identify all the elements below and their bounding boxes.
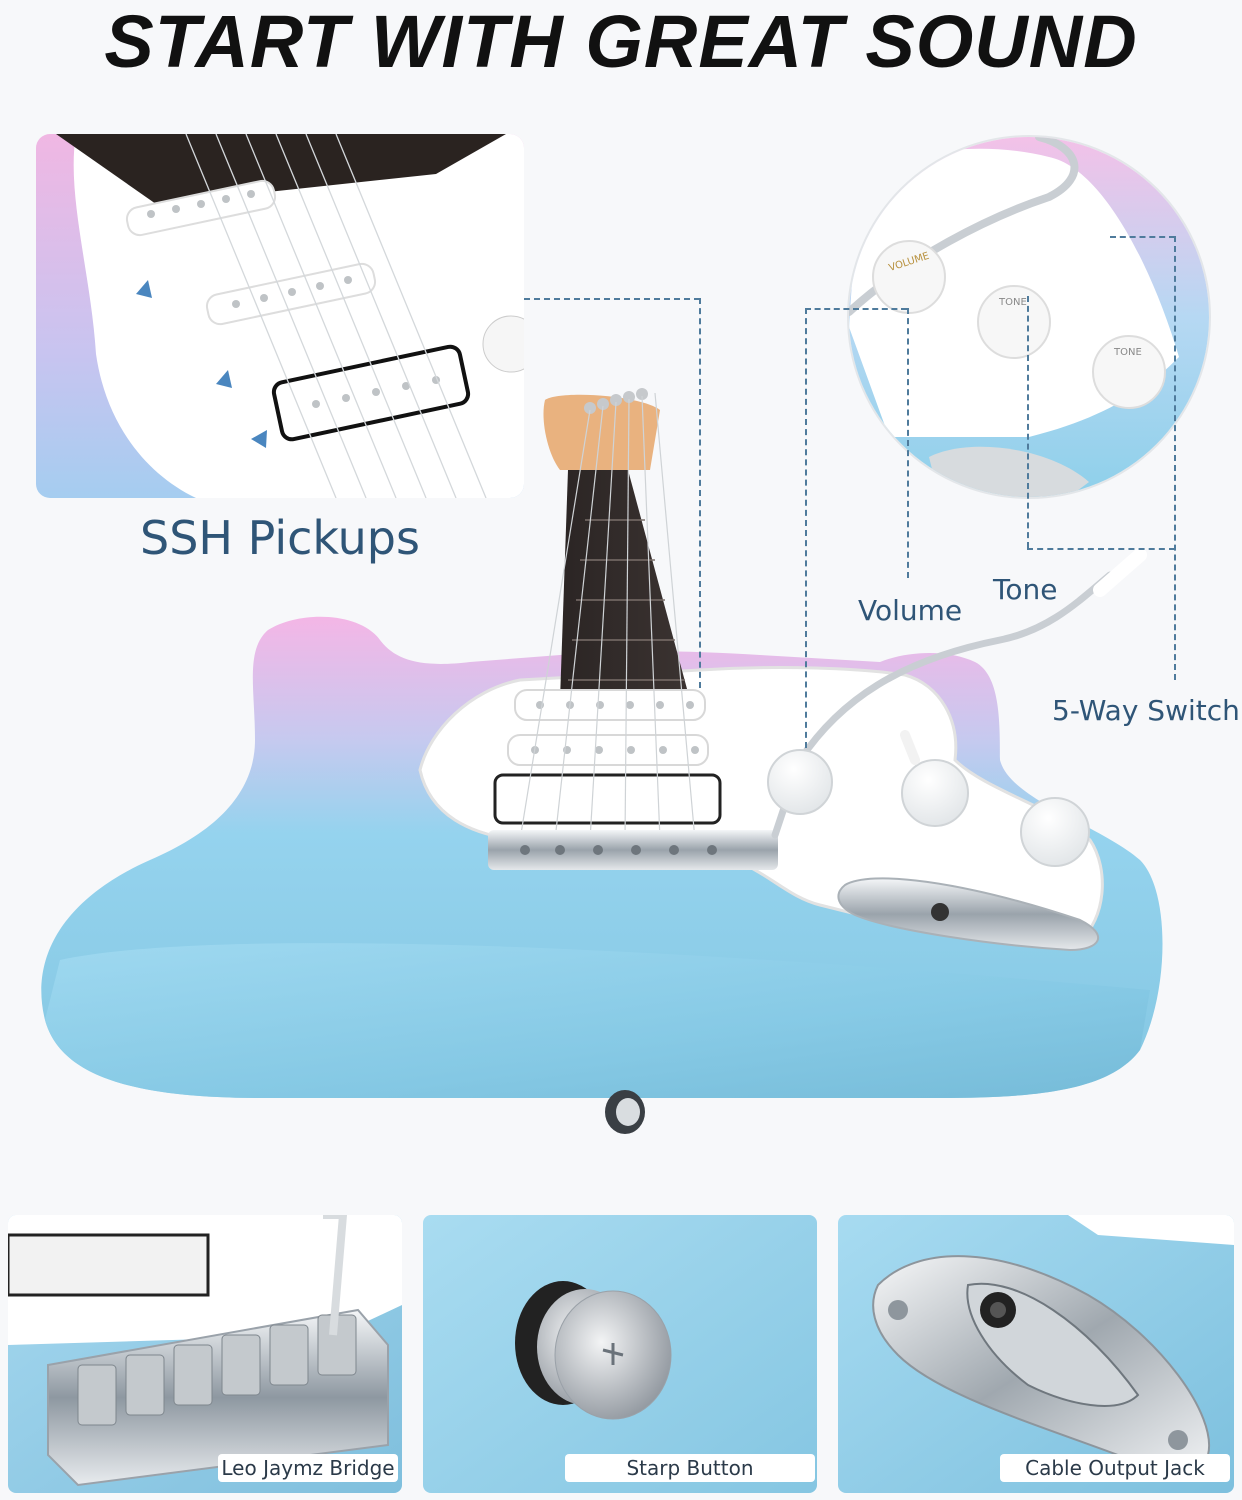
five-way-switch xyxy=(900,730,920,765)
switch-callout-line-right xyxy=(1174,236,1176,680)
pickup-arrows xyxy=(136,280,267,448)
ssh-pickups-label: SSH Pickups xyxy=(140,511,420,565)
headstock xyxy=(543,394,660,470)
volume-knob xyxy=(767,749,833,815)
strap-button-panel xyxy=(423,1215,817,1493)
output-jack-plate xyxy=(837,877,1100,952)
tone-label: Tone xyxy=(993,573,1058,606)
headline: START WITH GREAT SOUND xyxy=(104,0,1138,83)
switch-callout-line-bottom xyxy=(1027,548,1175,550)
middle-pickup xyxy=(507,734,709,766)
tone-knob-text-1: TONE xyxy=(998,297,1027,308)
pickup-callout-line-vertical xyxy=(699,298,701,688)
switch-callout-line-top xyxy=(1110,236,1175,238)
neck-pickup xyxy=(514,689,706,721)
tone-knob-2 xyxy=(1020,797,1090,867)
strap-button-main xyxy=(605,1090,645,1134)
volume-callout-line-top xyxy=(805,308,907,310)
strap-button-caption: Starp Button xyxy=(565,1454,815,1482)
guitar-neck xyxy=(560,470,690,700)
tone-knob-text-2: TONE xyxy=(1113,347,1142,358)
tone-knob-1 xyxy=(901,759,969,827)
output-jack-panel xyxy=(838,1215,1234,1493)
volume-callout-line-left xyxy=(805,308,807,748)
output-jack-caption: Cable Output Jack xyxy=(1000,1454,1230,1482)
bridge-caption: Leo Jaymz Bridge xyxy=(218,1454,398,1482)
volume-label: Volume xyxy=(858,594,963,627)
tone-callout-line xyxy=(1027,296,1029,548)
five-way-switch-label: 5-Way Switch xyxy=(1052,694,1240,727)
pickup-callout-line xyxy=(524,298,700,300)
bridge-humbucker xyxy=(493,773,722,825)
controls-closeup: VOLUME TONE TONE xyxy=(847,135,1211,499)
pickup-closeup xyxy=(36,134,524,498)
tremolo-arm xyxy=(771,571,1114,839)
volume-callout-line-drop xyxy=(907,308,909,578)
bridge-panel xyxy=(8,1215,402,1493)
